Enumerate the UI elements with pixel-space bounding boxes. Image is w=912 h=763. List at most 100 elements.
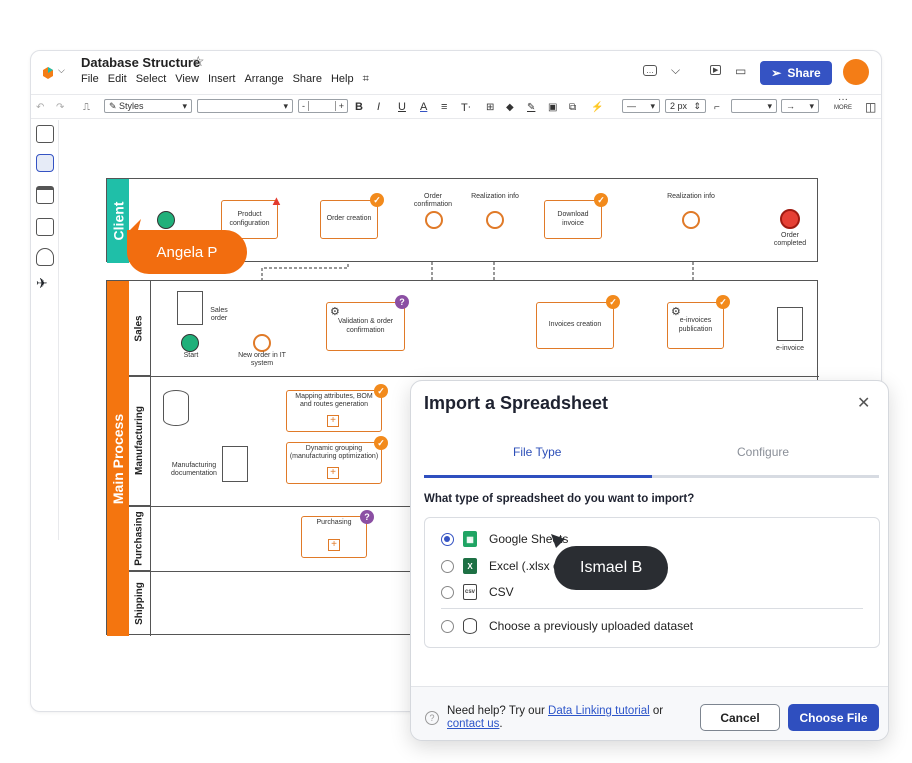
table-icon[interactable]: ⊞: [486, 101, 495, 113]
lane-purchasing[interactable]: Purchasing: [129, 506, 151, 571]
option-google-sheets[interactable]: ▦Google Sheets: [441, 529, 568, 549]
cancel-button[interactable]: Cancel: [700, 704, 780, 731]
line-end-dropdown[interactable]: →▾: [781, 99, 819, 113]
underline-icon[interactable]: U: [398, 101, 406, 113]
shadow-icon[interactable]: ▣: [548, 101, 558, 113]
shapes-icon[interactable]: [36, 154, 54, 172]
task-validation[interactable]: ⚙Validation & order confirmation: [326, 302, 405, 351]
data-linking-tutorial-link[interactable]: Data Linking tutorial: [548, 705, 650, 717]
font-size-stepper[interactable]: -+: [298, 99, 348, 113]
document-title[interactable]: Database Structure: [81, 55, 201, 70]
text-color-icon[interactable]: A: [420, 101, 428, 113]
line-style-dropdown[interactable]: —▾: [622, 99, 660, 113]
font-dropdown[interactable]: ▾: [197, 99, 293, 113]
line-start-dropdown[interactable]: ▾: [731, 99, 777, 113]
user-avatar[interactable]: [843, 59, 869, 85]
task-invoices-creation[interactable]: Invoices creation: [536, 302, 614, 349]
subprocess-plus-icon: +: [328, 539, 340, 551]
rocket-icon[interactable]: ✈: [36, 275, 48, 291]
connector-icon[interactable]: ⌐: [714, 101, 720, 113]
question-icon: ?: [360, 510, 374, 524]
video-icon[interactable]: ▭: [735, 64, 747, 78]
end-event[interactable]: [780, 209, 800, 229]
data-icon[interactable]: [36, 248, 54, 266]
document-icon[interactable]: [222, 446, 248, 482]
option-uploaded-dataset[interactable]: Choose a previously uploaded dataset: [441, 616, 693, 636]
menu-arrange[interactable]: Arrange: [244, 73, 284, 85]
stroke-width-input[interactable]: 2 px⇕: [665, 99, 706, 113]
bold-icon[interactable]: B: [355, 101, 363, 113]
choose-file-button[interactable]: Choose File: [788, 704, 879, 731]
styles-dropdown[interactable]: ✎ Styles▾: [104, 99, 192, 113]
task-dynamic-grouping[interactable]: Dynamic grouping (manufacturing optimiza…: [286, 442, 382, 484]
app-logo-icon[interactable]: [41, 66, 55, 80]
message-event-icon[interactable]: [425, 211, 443, 229]
task-order-creation[interactable]: Order creation: [320, 200, 378, 239]
radio-button[interactable]: [441, 619, 454, 633]
format-painter-icon[interactable]: ⎍: [83, 101, 90, 113]
feature-find-icon[interactable]: ⌗: [362, 73, 369, 85]
pages-icon[interactable]: [36, 125, 54, 143]
task-e-invoices-publication[interactable]: ⚙e-invoices publication: [667, 302, 724, 349]
menu-edit[interactable]: Edit: [107, 73, 127, 85]
main-menu: File Edit Select View Insert Arrange Sha…: [81, 73, 369, 86]
fill-icon[interactable]: ◆: [506, 101, 514, 113]
menu-view[interactable]: View: [175, 73, 199, 85]
radio-button[interactable]: [441, 559, 454, 573]
message-event-icon[interactable]: [682, 211, 700, 229]
lane-manufacturing[interactable]: Manufacturing: [129, 376, 151, 506]
align-icon[interactable]: ≡: [441, 101, 448, 113]
frame-icon[interactable]: [36, 186, 54, 204]
image-edit-icon[interactable]: ⧉: [569, 101, 577, 113]
message-event-icon[interactable]: [486, 211, 504, 229]
logo-chevron-icon[interactable]: ⌵: [58, 65, 65, 75]
share-button[interactable]: ➢Share: [760, 61, 832, 85]
label-order-completed: Order completed: [773, 232, 807, 248]
radio-button[interactable]: [441, 585, 454, 599]
sales-start-event[interactable]: [181, 334, 199, 352]
undo-icon[interactable]: ↶: [36, 101, 45, 113]
label-order-confirmation: Order confirmation: [413, 193, 453, 209]
menu-help[interactable]: Help: [330, 73, 354, 85]
message-event-icon[interactable]: [253, 334, 271, 352]
format-toolbar: ↶ ↷ ⎍ ✎ Styles▾ ▾ -+ B I U A ≡ Tᐧ ⊞ ◆ ✎ …: [31, 95, 881, 119]
chevron-down-icon[interactable]: ⌵: [671, 63, 681, 77]
comment-icon[interactable]: …: [643, 65, 657, 76]
present-icon[interactable]: ▶: [710, 65, 722, 75]
magic-icon[interactable]: ⚡: [591, 101, 604, 113]
document-icon[interactable]: [177, 291, 203, 325]
menu-insert[interactable]: Insert: [207, 73, 236, 85]
image-icon[interactable]: [36, 218, 54, 236]
radio-button[interactable]: [441, 532, 454, 546]
client-start-event[interactable]: [157, 211, 175, 229]
star-icon[interactable]: ☆: [192, 53, 205, 69]
check-icon: ✓: [370, 193, 384, 207]
close-icon[interactable]: ✕: [857, 395, 871, 412]
menu-select[interactable]: Select: [135, 73, 167, 85]
database-icon[interactable]: [163, 390, 189, 426]
task-mapping-attributes[interactable]: Mapping attributes, BOM and routes gener…: [286, 390, 382, 432]
tab-file-type[interactable]: File Type: [513, 445, 562, 459]
menu-share[interactable]: Share: [292, 73, 322, 85]
line-color-icon[interactable]: ✎: [527, 101, 536, 113]
italic-icon[interactable]: I: [377, 101, 381, 113]
tab-configure[interactable]: Configure: [737, 445, 790, 459]
lane-sales[interactable]: Sales: [129, 281, 151, 376]
more-button[interactable]: ···MORE: [834, 94, 852, 112]
document-icon[interactable]: [777, 307, 803, 341]
panel-icon[interactable]: ◫: [865, 100, 877, 114]
task-purchasing[interactable]: Purchasing: [301, 516, 367, 558]
contact-us-link[interactable]: contact us: [447, 718, 500, 731]
label-start: Start: [183, 352, 199, 359]
text-options-icon[interactable]: Tᐧ: [461, 101, 471, 114]
redo-icon[interactable]: ↷: [56, 101, 65, 113]
divider: [441, 608, 863, 609]
task-download-invoice[interactable]: Download invoice: [544, 200, 602, 239]
task-product-configuration[interactable]: Product configuration: [221, 200, 278, 239]
lane-shipping[interactable]: Shipping: [129, 571, 151, 636]
check-icon: ✓: [716, 295, 730, 309]
menu-file[interactable]: File: [81, 73, 99, 85]
